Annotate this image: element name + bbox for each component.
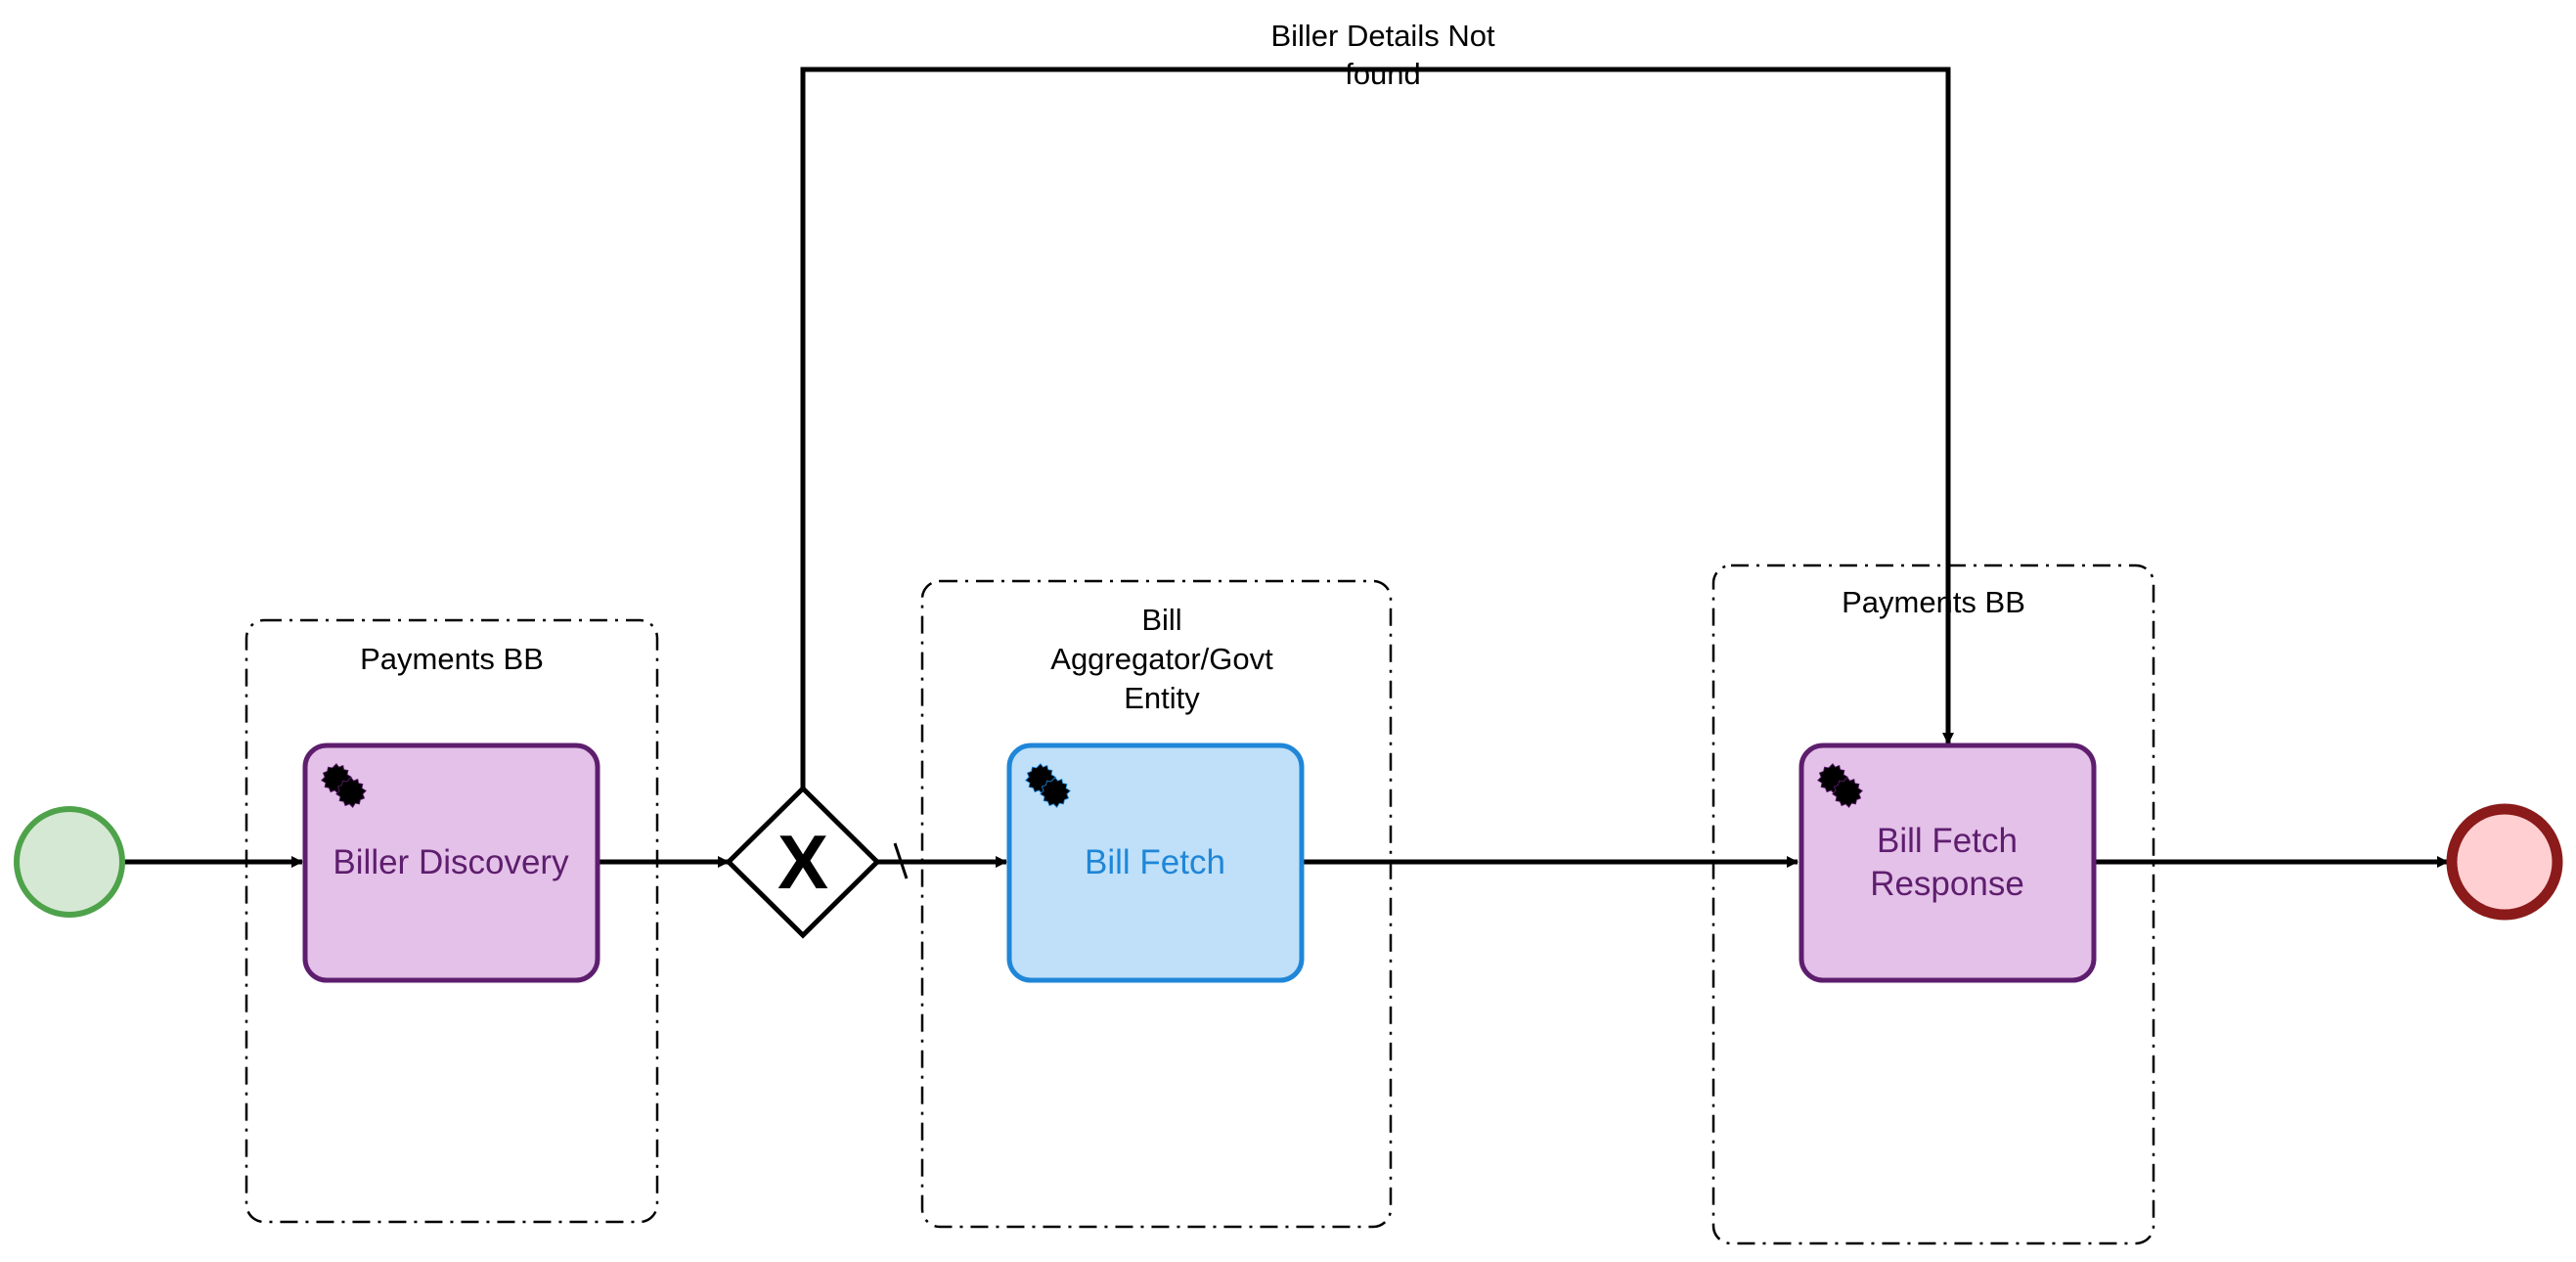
task-label: Biller Discovery [333, 843, 569, 881]
task-bill-fetch[interactable]: Bill Fetch [1006, 743, 1305, 983]
gateway-x-marker: X [777, 819, 828, 905]
task-bill-fetch-response[interactable]: Bill Fetch Response [1799, 743, 2097, 983]
flow-label-line-1: Biller Details Not [1270, 19, 1495, 53]
pool-payments-bb-right [1711, 563, 2155, 1245]
end-event[interactable] [2446, 803, 2563, 921]
pool-label-line-1: Bill [1141, 603, 1181, 637]
task-label: Bill Fetch [1085, 843, 1225, 881]
pool-label: Payments BB [360, 642, 544, 676]
pool-label-line-3: Entity [1124, 681, 1200, 715]
task-label-line-1: Bill Fetch [1877, 822, 2018, 860]
flow-gateway-to-response [800, 67, 1954, 788]
exclusive-gateway[interactable]: X [725, 785, 881, 939]
flow-label-line-2: found [1345, 57, 1421, 91]
pool-label: Payments BB [1842, 585, 2025, 619]
default-flow-marker [893, 842, 909, 879]
pool-label-line-2: Aggregator/Govt [1050, 642, 1273, 676]
task-biller-discovery[interactable]: Biller Discovery [302, 743, 600, 983]
task-label-line-2: Response [1870, 865, 2024, 903]
pool-bill-aggregator [920, 579, 1393, 1229]
start-event[interactable] [14, 806, 125, 918]
pool-payments-bb-left [244, 618, 659, 1224]
